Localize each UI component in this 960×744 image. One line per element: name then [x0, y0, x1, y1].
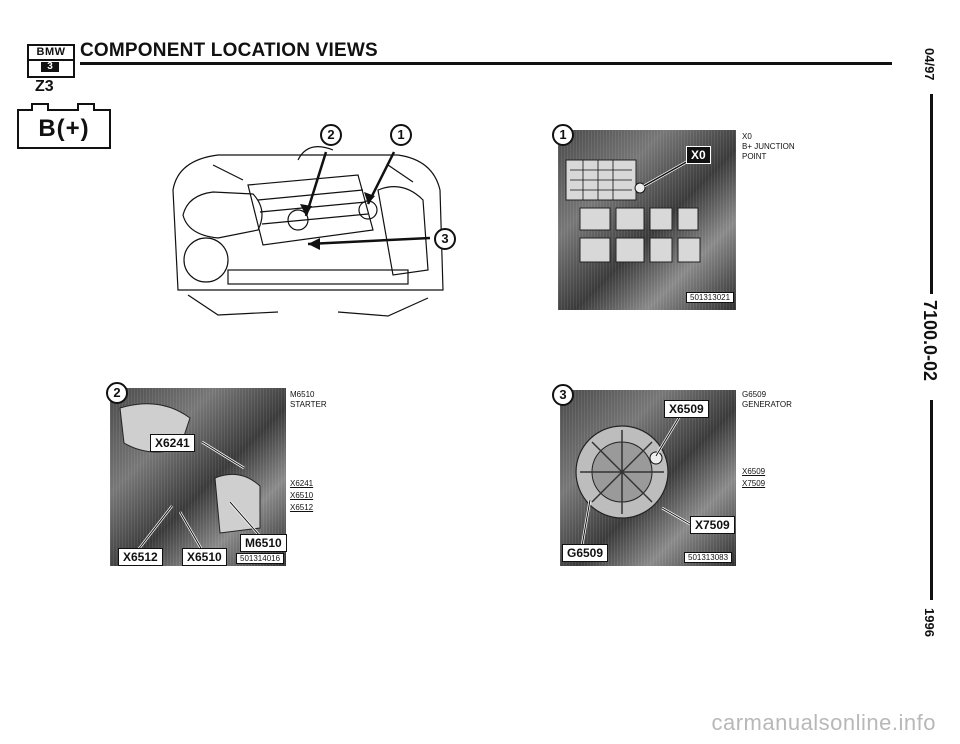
battery-terminal-left — [31, 103, 49, 111]
view2-connector-list: X6241 X6510 X6512 — [290, 478, 313, 514]
label-x6241: X6241 — [150, 434, 195, 452]
view3-connector-2: X7509 — [742, 479, 766, 488]
view2-connector-3: X6512 — [290, 503, 314, 512]
spine-rule-bottom — [930, 400, 933, 600]
view3-desc-line2: GENERATOR — [742, 400, 792, 409]
photo-code-view3: 501313083 — [684, 552, 733, 563]
title-rule — [80, 62, 892, 65]
view2-desc-line2: STARTER — [290, 400, 327, 409]
label-x7509: X7509 — [690, 516, 735, 534]
bmw-3-series-logo: BMW 3 — [27, 44, 75, 78]
junction-box-detail — [565, 158, 701, 263]
battery-terminal-right — [77, 103, 95, 111]
view3-connector-list: X6509 X7509 — [742, 466, 765, 490]
view2-connector-1: X6241 — [290, 479, 314, 488]
label-m6510: M6510 — [240, 534, 287, 552]
junction-box-photo: X0 501313021 — [558, 130, 736, 310]
view2-desc-line1: M6510 — [290, 390, 315, 399]
engine-bay-line-art — [172, 146, 444, 317]
model-label: Z3 — [35, 78, 54, 95]
view3-description: G6509 GENERATOR — [742, 390, 792, 410]
view3-connector-1: X6509 — [742, 467, 766, 476]
photo-code-view2: 501314016 — [236, 553, 285, 564]
view2-connector-2: X6510 — [290, 491, 314, 500]
revision-date: 04/97 — [922, 48, 937, 81]
circuit-battery-icon: B(+) — [17, 103, 111, 149]
site-watermark: carmanualsonline.info — [711, 710, 936, 735]
circuit-label: B(+) — [38, 115, 90, 142]
generator-detail — [575, 415, 691, 547]
spine-rule-top — [930, 94, 933, 294]
document-number: 7100.0-02 — [920, 300, 940, 382]
view2-callout: 2 — [106, 382, 128, 404]
page-title: COMPONENT LOCATION VIEWS — [80, 40, 378, 61]
connector-label-x0: X0 — [686, 146, 711, 164]
label-x6512: X6512 — [118, 548, 163, 566]
logo-series-text: 3 — [41, 62, 59, 72]
view1-desc-line2: B+ JUNCTION — [742, 142, 795, 151]
label-x6509: X6509 — [664, 400, 709, 418]
view1-callout: 1 — [552, 124, 574, 146]
view1-desc-line1: X0 — [742, 132, 752, 141]
overview-callout-2: 2 — [320, 124, 342, 146]
view3-desc-line1: G6509 — [742, 390, 767, 399]
view1-desc-line3: POINT — [742, 152, 767, 161]
starter-photo: X6241 M6510 X6512 X6510 501314016 — [110, 388, 287, 566]
photo-code-view1: 501313021 — [686, 292, 735, 303]
model-year: 1996 — [922, 608, 937, 637]
generator-photo: X6509 X7509 G6509 501313083 — [560, 390, 736, 566]
view1-description: X0 B+ JUNCTION POINT — [742, 132, 795, 162]
engine-bay-overview-drawing: 2 1 3 — [158, 120, 458, 330]
label-g6509: G6509 — [562, 544, 609, 562]
view3-callout: 3 — [552, 384, 574, 406]
overview-callout-3: 3 — [434, 228, 456, 250]
view2-description: M6510 STARTER — [290, 390, 327, 410]
label-x6510: X6510 — [182, 548, 227, 566]
overview-callout-1: 1 — [390, 124, 412, 146]
logo-brand-text: BMW — [29, 46, 73, 61]
